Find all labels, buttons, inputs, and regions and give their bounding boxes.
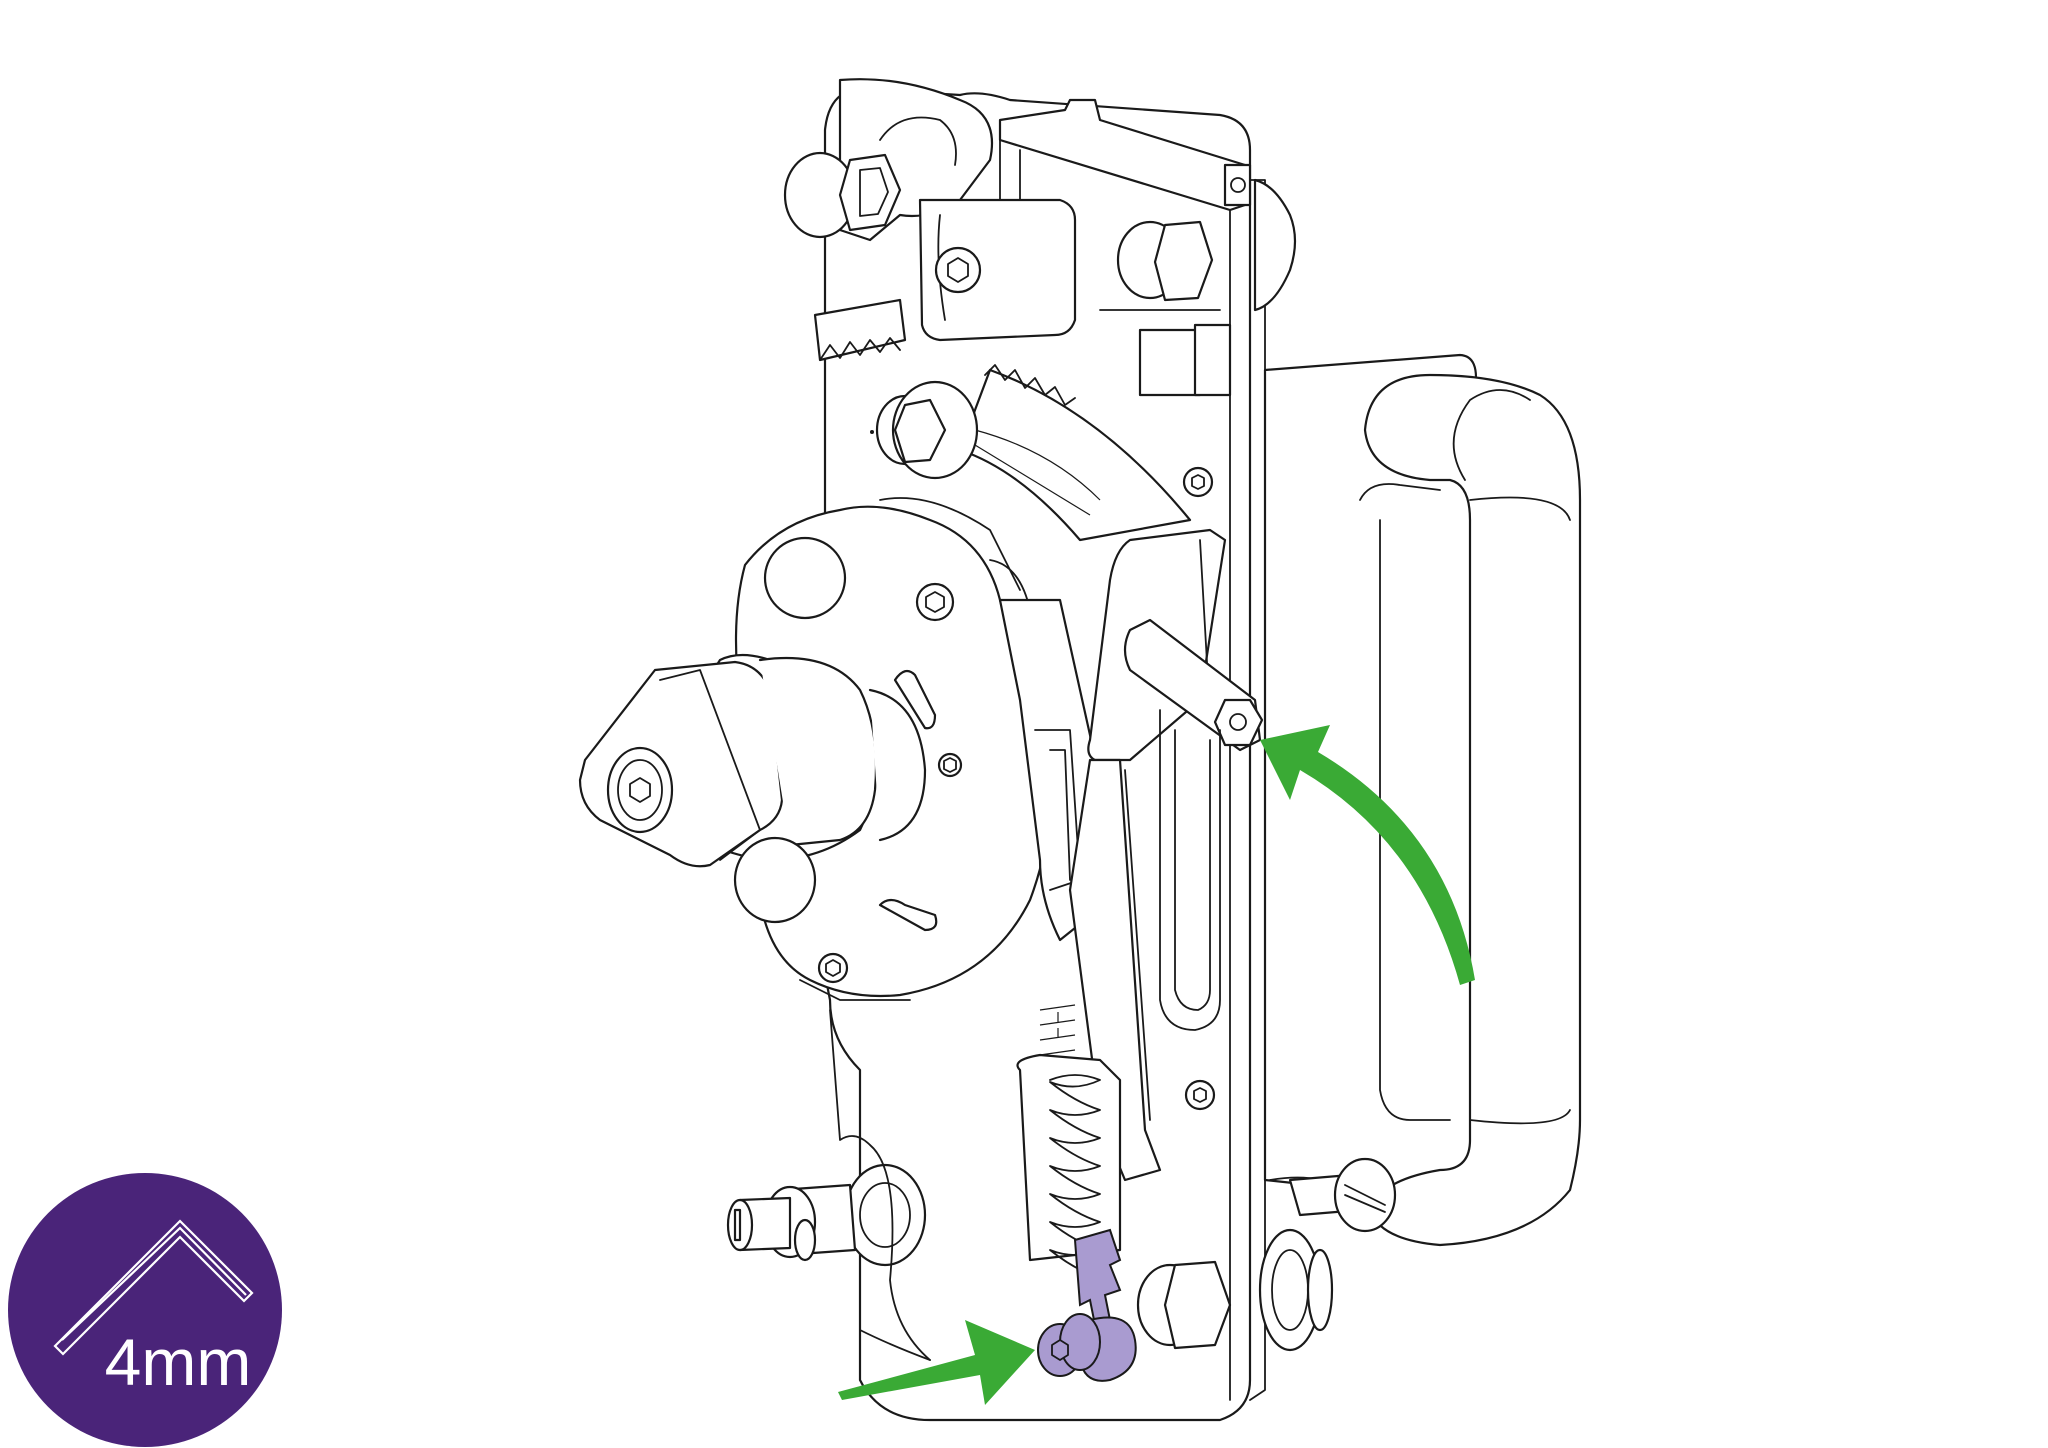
bottom-left-shaft xyxy=(726,1163,927,1267)
top-bracket xyxy=(998,98,1297,321)
plate-slot xyxy=(1159,709,1221,1031)
tool-badge: 4mm xyxy=(8,1173,282,1447)
highlighted-screw-assembly xyxy=(1037,1228,1137,1382)
tension-knob xyxy=(578,653,927,924)
lower-arrow xyxy=(838,1320,1035,1405)
top-left-cap-nut xyxy=(783,151,902,239)
tension-spring xyxy=(1016,1053,1122,1279)
bottom-cap-nut xyxy=(1136,1260,1232,1350)
carry-handle xyxy=(1263,353,1582,1247)
plate-screws xyxy=(1182,466,1216,1111)
slotted-screw xyxy=(1288,1157,1397,1233)
bottom-roller xyxy=(1258,1176,1334,1352)
top-right-cap-nut xyxy=(1116,220,1214,302)
base-lobe xyxy=(829,1009,931,1361)
upper-curved-arrow xyxy=(1260,725,1475,985)
guide-blocks xyxy=(1099,309,1232,397)
tool-badge-label: 4mm xyxy=(105,1325,252,1399)
mid-left-bolt xyxy=(870,380,979,480)
tool-badge-circle xyxy=(8,1173,282,1447)
hex-key-icon xyxy=(53,1219,254,1356)
plate-engraving xyxy=(1039,1004,1076,1056)
gear-sector xyxy=(958,364,1192,542)
hex-standoff xyxy=(1123,618,1264,752)
